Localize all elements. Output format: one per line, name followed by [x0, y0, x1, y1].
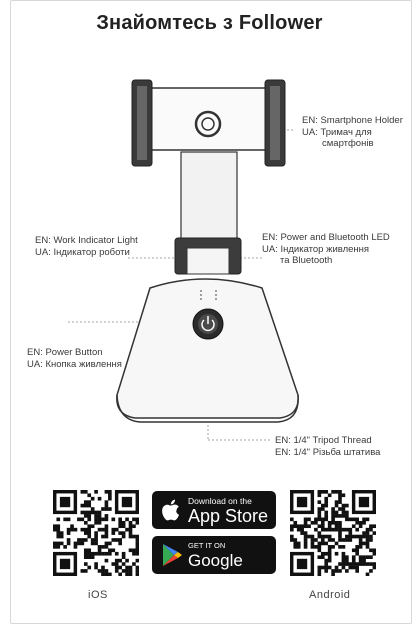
label-led-ua2: та Bluetooth [280, 255, 333, 266]
label-holder-ua2: смартфонів [322, 138, 374, 149]
app-store-badge[interactable]: Download on the App Store [152, 491, 276, 529]
page-title: Знайомтесь з Follower [96, 12, 323, 34]
label-power-led: EN: Power and Bluetooth LED UA: Індикато… [262, 232, 390, 267]
label-button-en: EN: Power Button [27, 347, 103, 358]
right-clamp-inner [270, 86, 280, 160]
label-led-ua1: UA: Індикатор живлення [262, 243, 370, 255]
label-work-ua: UA: Індикатор роботи [35, 246, 130, 258]
base [116, 278, 299, 419]
google-play-icon [163, 544, 182, 566]
label-work-en: EN: Work Indicator Light [35, 235, 138, 246]
label-tripod-ua: EN: 1/4" Різьба штатива [275, 446, 381, 458]
google-small-text: GET IT ON [188, 541, 226, 550]
label-power-button: EN: Power Button UA: Кнопка живлення [27, 347, 122, 370]
google-play-badge[interactable]: GET IT ON Google play [152, 536, 276, 590]
base-rim [116, 394, 299, 423]
label-holder-ua1: UA: Тримач для [302, 126, 372, 138]
appstore-big-text: App Store [188, 506, 269, 526]
holder-body [139, 87, 279, 151]
label-tripod-en: EN: 1/4" Tripod Thread [275, 435, 372, 446]
ios-label: iOS [88, 589, 108, 601]
stem [180, 151, 238, 248]
android-label: Android [309, 589, 351, 601]
label-smartphone-holder: EN: Smartphone Holder UA: Тримач для сма… [302, 115, 403, 150]
ios-qr-code[interactable] [53, 490, 139, 576]
holder-knob-outer [194, 110, 222, 138]
android-qr-code[interactable] [290, 490, 376, 576]
holder-knob-inner [201, 117, 215, 131]
power-icon-arc [201, 319, 215, 332]
label-work-indicator: EN: Work Indicator Light UA: Індикатор р… [35, 235, 138, 258]
label-button-ua: UA: Кнопка живлення [27, 358, 122, 370]
label-led-en: EN: Power and Bluetooth LED [262, 232, 390, 243]
apple-icon [162, 499, 179, 521]
label-tripod-thread: EN: 1/4" Tripod Thread EN: 1/4" Різьба ш… [275, 435, 380, 458]
left-clamp-inner [137, 86, 147, 160]
google-big-text: Google play [188, 551, 243, 590]
label-holder-en: EN: Smartphone Holder [302, 115, 403, 126]
collar-window [186, 247, 230, 275]
appstore-small-text: Download on the [188, 496, 252, 506]
